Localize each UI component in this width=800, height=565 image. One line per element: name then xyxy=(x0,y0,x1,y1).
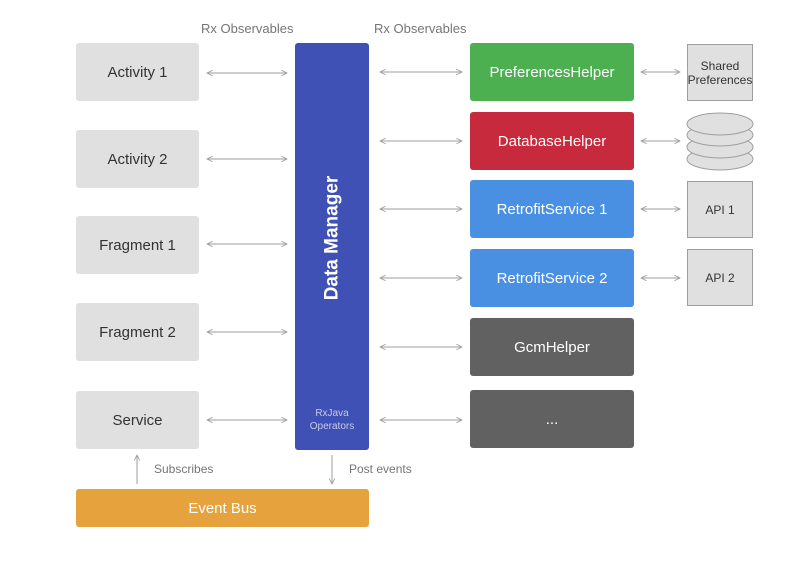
api-2-box: API 2 xyxy=(687,249,753,306)
database-icon xyxy=(686,112,754,174)
data-manager-block: Data Manager RxJava Operators xyxy=(295,43,369,450)
helper-retrofit-2: RetrofitService 2 xyxy=(470,249,634,307)
subscribes-label: Subscribes xyxy=(154,462,214,476)
client-fragment-1: Fragment 1 xyxy=(76,216,199,274)
helper-preferences: PreferencesHelper xyxy=(470,43,634,101)
shared-preferences-box: Shared Preferences xyxy=(687,44,753,101)
rx-observables-label-right: Rx Observables xyxy=(374,21,467,36)
event-bus: Event Bus xyxy=(76,489,369,527)
helper-retrofit-1: RetrofitService 1 xyxy=(470,180,634,238)
helper-gcm: GcmHelper xyxy=(470,318,634,376)
shared-preferences-line2: Preferences xyxy=(687,72,753,87)
helper-database: DatabaseHelper xyxy=(470,112,634,170)
rxjava-operators-label-line1: RxJava xyxy=(315,408,349,419)
data-manager-title: Data Manager xyxy=(321,175,343,301)
shared-preferences-line1: Shared xyxy=(700,58,740,73)
helper-more: ... xyxy=(470,390,634,448)
client-fragment-2: Fragment 2 xyxy=(76,303,199,361)
post-events-label: Post events xyxy=(349,462,412,476)
api-1-box: API 1 xyxy=(687,181,753,238)
client-activity-1: Activity 1 xyxy=(76,43,199,101)
client-service: Service xyxy=(76,391,199,449)
client-activity-2: Activity 2 xyxy=(76,130,199,188)
rx-observables-label-left: Rx Observables xyxy=(201,21,294,36)
rxjava-operators-label-line2: Operators xyxy=(309,421,355,432)
